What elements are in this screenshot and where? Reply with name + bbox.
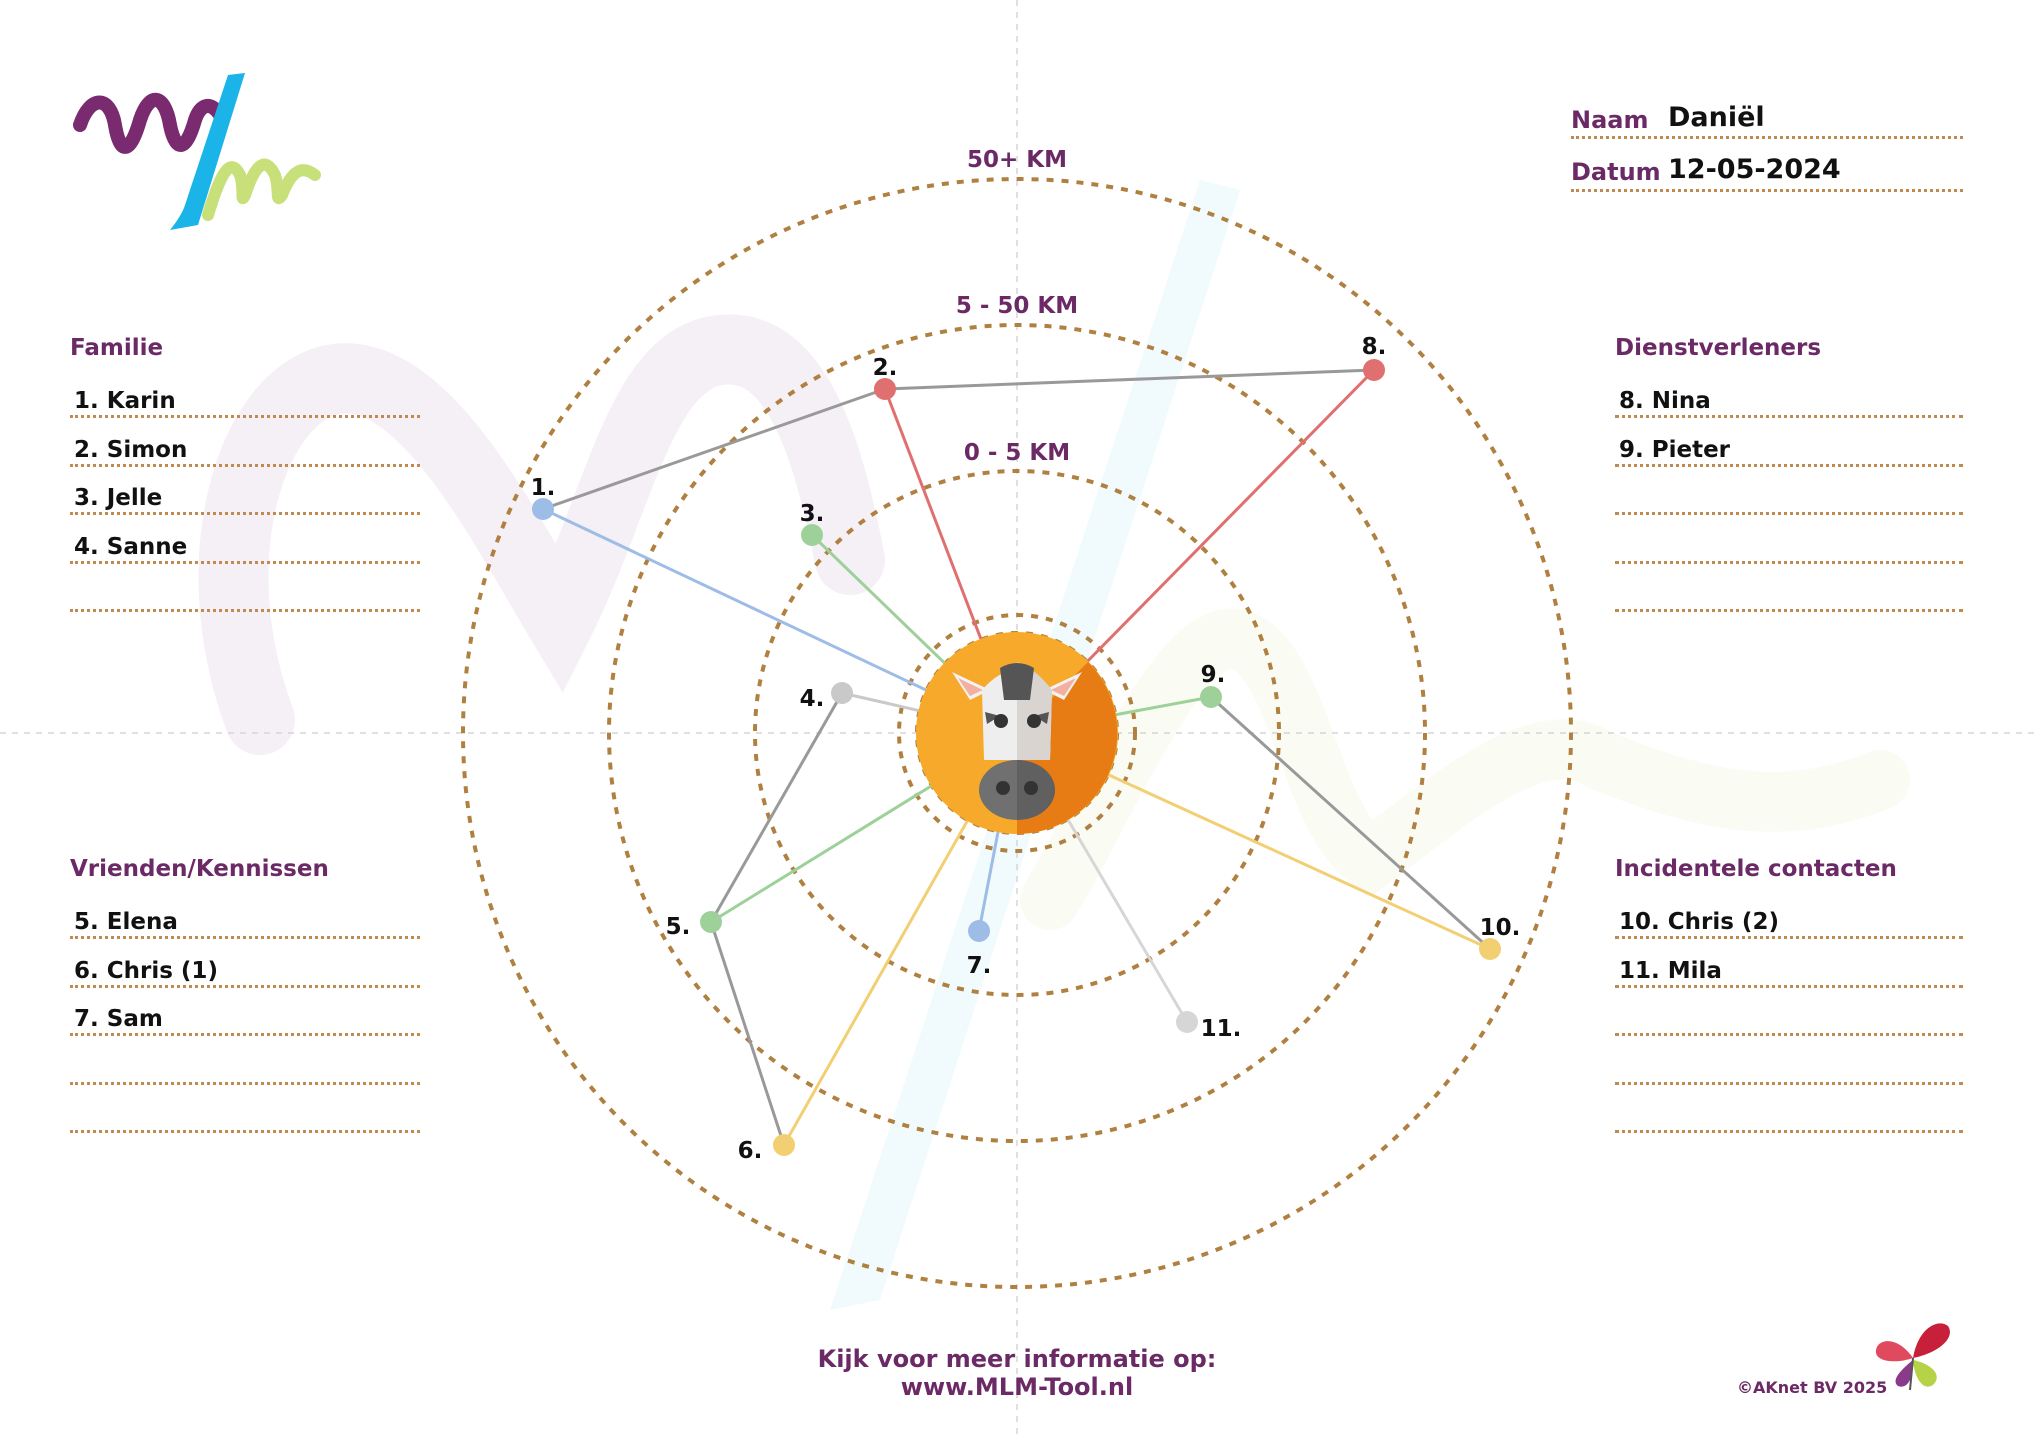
contact-entry-familie-4[interactable]: 4. Sanne [70,530,420,564]
contact-entry-incidenteel-4[interactable] [1615,1051,1963,1085]
contact-entry-familie-1[interactable]: 1. Karin [70,384,420,418]
name-underline [1571,136,1963,139]
contact-node-8[interactable] [1363,359,1385,381]
contact-entry-dienstverleners-5[interactable] [1615,578,1963,612]
name-value[interactable]: Daniël [1668,102,1765,133]
ring-label-1: 0 - 5 KM [964,440,1070,466]
contact-node-4[interactable] [831,682,853,704]
date-value[interactable]: 12-05-2024 [1668,154,1841,185]
contact-entry-incidenteel-5[interactable] [1615,1099,1963,1133]
butterfly-icon [1875,1323,1950,1391]
footer-line1: Kijk voor meer informatie op: [817,1345,1217,1373]
contact-entry-incidenteel-3[interactable] [1615,1002,1963,1036]
contact-entry-vrienden-2[interactable]: 6. Chris (1) [70,954,420,988]
contact-label-11: 11. [1201,1016,1242,1042]
contact-label-7: 7. [967,953,992,979]
category-title-dienstverleners: Dienstverleners [1615,335,1822,361]
contact-label-3: 3. [800,501,825,527]
link-9-10 [1209,695,1492,951]
contact-entry-incidenteel-2[interactable]: 11. Mila [1615,954,1963,988]
contact-entry-dienstverleners-4[interactable] [1615,530,1963,564]
contact-label-6: 6. [738,1138,763,1164]
link-5-6 [709,921,786,1146]
contact-entry-vrienden-5[interactable] [70,1099,420,1133]
category-title-incidenteel: Incidentele contacten [1615,856,1897,882]
contact-entry-dienstverleners-1[interactable]: 8. Nina [1615,384,1963,418]
contact-node-2[interactable] [874,378,896,400]
contact-node-6[interactable] [773,1134,795,1156]
contact-entry-familie-2[interactable]: 2. Simon [70,433,420,467]
contact-entry-vrienden-4[interactable] [70,1051,420,1085]
contact-label-5: 5. [666,914,691,940]
distance-ring-2 [607,323,1427,1143]
link-4-5 [709,692,844,923]
contact-entry-dienstverleners-2[interactable]: 9. Pieter [1615,433,1963,467]
contact-label-9: 9. [1201,662,1226,688]
contact-entry-vrienden-1[interactable]: 5. Elena [70,905,420,939]
center-zebra-icon [916,632,1118,834]
contact-node-3[interactable] [801,524,823,546]
contact-entry-incidenteel-1[interactable]: 10. Chris (2) [1615,905,1963,939]
contact-label-10: 10. [1480,915,1521,941]
contact-entry-familie-3[interactable]: 3. Jelle [70,481,420,515]
footer-link[interactable]: www.MLM-Tool.nl [900,1373,1134,1401]
distance-ring-1 [753,469,1281,997]
date-label: Datum [1571,158,1661,186]
contact-node-10[interactable] [1479,938,1501,960]
contact-label-8: 8. [1362,334,1387,360]
contact-node-1[interactable] [532,498,554,520]
date-underline [1571,189,1963,192]
contact-node-7[interactable] [968,920,990,942]
link-2-8 [884,368,1375,391]
category-title-vrienden: Vrienden/Kennissen [70,856,329,882]
name-label: Naam [1571,106,1649,134]
copyright: ©AKnet BV 2025 [1737,1378,1888,1397]
contact-label-2: 2. [873,355,898,381]
contact-label-1: 1. [531,475,556,501]
contact-entry-vrienden-3[interactable]: 7. Sam [70,1002,420,1036]
inner-ring-2 [897,613,1137,853]
contact-node-5[interactable] [700,911,722,933]
ring-label-2: 5 - 50 KM [956,293,1078,319]
contact-node-9[interactable] [1200,686,1222,708]
contact-entry-dienstverleners-3[interactable] [1615,481,1963,515]
contact-entry-familie-5[interactable] [70,578,420,612]
ring-label-3: 50+ KM [967,147,1067,173]
contact-node-11[interactable] [1176,1011,1198,1033]
distance-ring-3 [461,177,1573,1289]
mlm-logo [73,73,321,230]
category-title-familie: Familie [70,335,164,361]
link-1-2 [542,387,886,511]
contact-label-4: 4. [800,686,825,712]
